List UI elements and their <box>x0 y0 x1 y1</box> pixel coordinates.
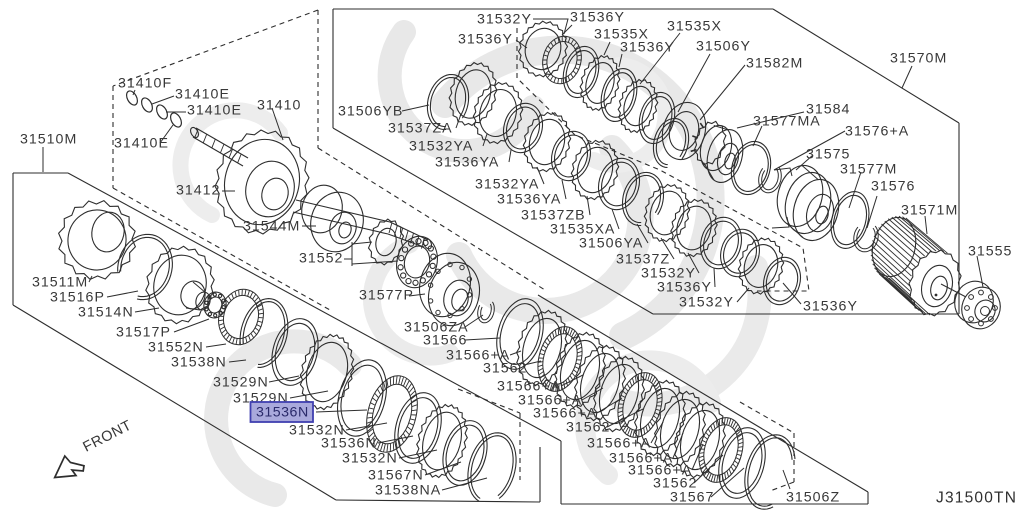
svg-text:31562: 31562 <box>483 361 527 377</box>
svg-text:31532YA: 31532YA <box>475 177 539 193</box>
svg-text:31566+A: 31566+A <box>497 379 561 395</box>
svg-text:31538NA: 31538NA <box>375 483 441 499</box>
svg-text:31506ZA: 31506ZA <box>404 320 469 336</box>
svg-text:31410: 31410 <box>257 98 301 114</box>
svg-text:31514N: 31514N <box>78 305 134 321</box>
svg-text:31410E: 31410E <box>114 136 169 152</box>
svg-text:31506YA: 31506YA <box>579 236 643 252</box>
svg-text:31570M: 31570M <box>890 51 947 67</box>
svg-text:31532Y: 31532Y <box>477 12 532 28</box>
svg-text:31537Z: 31537Z <box>616 252 670 268</box>
svg-text:31566+A: 31566+A <box>587 436 651 452</box>
svg-text:31511M: 31511M <box>32 275 88 291</box>
svg-text:31552: 31552 <box>299 251 343 267</box>
svg-text:31577M: 31577M <box>840 162 897 178</box>
svg-text:J31500TN: J31500TN <box>936 490 1017 507</box>
svg-text:31410E: 31410E <box>187 103 242 119</box>
svg-text:31537ZA: 31537ZA <box>388 121 453 137</box>
svg-text:31566+A: 31566+A <box>609 451 673 467</box>
svg-text:31567: 31567 <box>670 490 714 506</box>
svg-text:31517P: 31517P <box>116 325 171 341</box>
svg-text:31410F: 31410F <box>118 76 172 92</box>
svg-text:31532YA: 31532YA <box>409 139 473 155</box>
svg-text:31562: 31562 <box>653 476 697 492</box>
svg-text:31536YA: 31536YA <box>435 155 499 171</box>
svg-text:31544M: 31544M <box>243 219 300 235</box>
svg-text:31529N: 31529N <box>213 375 269 391</box>
svg-text:31577MA: 31577MA <box>753 114 821 130</box>
svg-text:31537ZB: 31537ZB <box>521 208 586 224</box>
svg-text:31506YB: 31506YB <box>338 104 403 120</box>
svg-text:31535XA: 31535XA <box>550 222 615 238</box>
svg-text:31566+A: 31566+A <box>628 463 692 479</box>
svg-text:31536YA: 31536YA <box>497 192 561 208</box>
svg-text:31532Y: 31532Y <box>641 266 696 282</box>
svg-text:31535X: 31535X <box>594 27 649 43</box>
svg-text:31516P: 31516P <box>50 290 105 306</box>
svg-text:31582M: 31582M <box>746 56 803 72</box>
svg-text:31536Y: 31536Y <box>803 299 858 315</box>
svg-text:31506Z: 31506Z <box>786 490 840 506</box>
svg-text:31555: 31555 <box>968 244 1012 260</box>
svg-text:31576: 31576 <box>871 179 915 195</box>
svg-text:31538N: 31538N <box>171 355 227 371</box>
svg-text:31567N: 31567N <box>368 468 424 484</box>
svg-text:31575: 31575 <box>806 147 850 163</box>
svg-text:31506Y: 31506Y <box>696 39 751 55</box>
svg-text:31535X: 31535X <box>667 19 722 35</box>
svg-text:31510M: 31510M <box>20 132 77 148</box>
svg-text:31562: 31562 <box>566 420 610 436</box>
svg-text:31552N: 31552N <box>148 340 204 356</box>
svg-text:31576+A: 31576+A <box>845 124 909 140</box>
svg-text:31584: 31584 <box>806 102 850 118</box>
svg-text:31566: 31566 <box>423 333 467 349</box>
svg-text:31536N: 31536N <box>256 405 309 421</box>
svg-text:31536Y: 31536Y <box>620 40 675 56</box>
svg-text:31577P: 31577P <box>359 288 414 304</box>
svg-text:31532N: 31532N <box>289 423 345 439</box>
svg-text:31412: 31412 <box>176 183 220 199</box>
svg-text:31536Y: 31536Y <box>570 10 625 26</box>
svg-text:31571M: 31571M <box>901 203 958 219</box>
svg-text:31532Y: 31532Y <box>679 295 734 311</box>
svg-text:31536N: 31536N <box>321 436 377 452</box>
svg-text:31566+A: 31566+A <box>533 406 597 422</box>
svg-text:31536Y: 31536Y <box>657 280 712 296</box>
svg-text:31566+A: 31566+A <box>446 348 510 364</box>
svg-text:31536Y: 31536Y <box>458 32 513 48</box>
svg-text:31532N: 31532N <box>342 451 398 467</box>
svg-text:31410E: 31410E <box>175 87 230 103</box>
svg-text:31566+A: 31566+A <box>518 393 582 409</box>
